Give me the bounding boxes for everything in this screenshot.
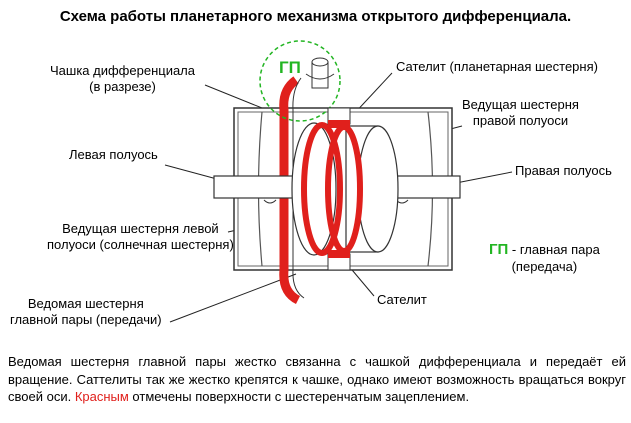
left-sun-gear-teeth: [301, 122, 343, 256]
diagram-title: Схема работы планетарного механизма откр…: [59, 8, 572, 25]
drive-pinion-top: [311, 57, 329, 67]
label-left-axle: Левая полуось: [69, 147, 158, 162]
left-sun-gear-back: [291, 122, 337, 256]
label-driven-gear: Ведомая шестерня главной пары (передачи): [10, 296, 162, 327]
legend-line2: (передача): [511, 259, 578, 274]
leader-cup: [204, 84, 263, 109]
pinion-rotation-arrow: [305, 73, 335, 80]
leader-right-axle: [455, 171, 513, 184]
label-left-gear: Ведущая шестерня левой полуоси (солнечна…: [47, 221, 234, 252]
main-pair-badge: ГП: [279, 58, 301, 77]
main-pair-highlight: [259, 40, 341, 122]
legend-dash: - главная пара: [508, 242, 600, 257]
left-axle-rotation: [263, 199, 277, 204]
leader-driven: [169, 273, 297, 323]
caption-text: Ведомая шестерня главной пары жестко свя…: [8, 354, 626, 404]
bottom-satellite-teeth: [328, 250, 350, 258]
legend-abbr: ГП: [489, 241, 509, 258]
top-satellite-teeth: [328, 120, 350, 128]
label-cup: Чашка дифференциала (в разрезе): [50, 63, 195, 94]
main-pair-legend: ГП - главная пара (передача): [489, 241, 600, 275]
caption-red-word: Красным: [74, 389, 129, 404]
label-satellite-top: Сателит (планетарная шестерня): [396, 59, 598, 74]
label-satellite-bottom: Сателит: [377, 292, 427, 307]
label-right-axle: Правая полуось: [515, 163, 612, 178]
label-right-gear: Ведущая шестерня правой полуоси: [462, 97, 579, 128]
right-sun-gear-face: [357, 125, 399, 253]
